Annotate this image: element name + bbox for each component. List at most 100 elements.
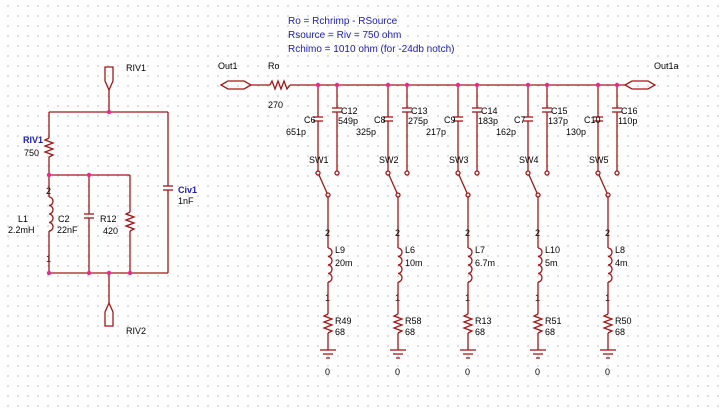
left-network-junctions — [46, 109, 133, 276]
inductor-value: 20m — [335, 258, 353, 268]
inductor-ref: L9 — [335, 245, 345, 255]
resistor-ref: R58 — [405, 316, 422, 326]
port-out1a-label: Out1a — [654, 61, 679, 71]
resistor-r12-value: 420 — [103, 226, 118, 236]
inductor-ref: L7 — [475, 245, 485, 255]
inductor-l10[interactable] — [537, 247, 543, 283]
ground-label: 0 — [535, 367, 540, 377]
junction-dot — [315, 82, 321, 88]
resistor-value: 68 — [405, 327, 415, 337]
capacitor-value: 325p — [356, 127, 376, 137]
resistor-r50[interactable] — [602, 313, 614, 334]
capacitor-ref: C7 — [514, 115, 526, 125]
port-out1[interactable] — [219, 80, 253, 90]
resistor-r49[interactable] — [322, 313, 334, 334]
inductor-l1-value: 2.2mH — [8, 225, 35, 235]
ground-label: 0 — [605, 367, 610, 377]
resistor-ref: R51 — [545, 316, 562, 326]
capacitor-value: 183p — [478, 116, 498, 126]
junction-dot — [474, 82, 480, 88]
switch-sw5[interactable] — [595, 170, 620, 198]
resistor-value: 68 — [335, 327, 345, 337]
notch-branches: C6651pC12549pSW121L920mR49680C8325pC1327… — [286, 82, 638, 377]
inductor-l1-ref: L1 — [18, 214, 28, 224]
capacitor-value: 651p — [286, 127, 306, 137]
junction-dot — [127, 270, 133, 276]
inductor-l9[interactable] — [327, 247, 333, 283]
switch-label: SW4 — [519, 155, 539, 165]
port-riv1[interactable] — [104, 66, 114, 92]
junction-dot — [106, 270, 112, 276]
resistor-r12[interactable] — [124, 211, 136, 232]
capacitor-ref: C12 — [341, 106, 358, 116]
switch-label: SW5 — [589, 155, 609, 165]
ground-label: 0 — [325, 367, 330, 377]
capacitor-ref: C9 — [444, 115, 456, 125]
inductor-value: 5m — [545, 258, 558, 268]
switch-sw1[interactable] — [315, 170, 340, 198]
switch-label: SW3 — [449, 155, 469, 165]
junction-dot — [86, 270, 92, 276]
switch-label: SW2 — [379, 155, 399, 165]
switch-sw4[interactable] — [525, 170, 550, 198]
resistor-r58[interactable] — [392, 313, 404, 334]
inductor-pin-top: 2 — [395, 228, 400, 238]
resistor-ref: R49 — [335, 316, 352, 326]
inductor-ref: L6 — [405, 245, 415, 255]
resistor-value: 68 — [545, 327, 555, 337]
capacitor-ref: C10 — [584, 115, 601, 125]
junction-dot — [385, 82, 391, 88]
port-riv1-label: RIV1 — [126, 63, 146, 73]
capacitor-c2-value: 22nF — [57, 225, 78, 235]
resistor-r51[interactable] — [532, 313, 544, 334]
capacitor-civ1[interactable] — [163, 185, 173, 191]
switch-sw3[interactable] — [455, 170, 480, 198]
junction-dot — [86, 172, 92, 178]
capacitor-ref: C16 — [621, 106, 638, 116]
junction-dot — [404, 82, 410, 88]
inductor-l1-pin-top: 2 — [46, 186, 51, 196]
inductor-value: 10m — [405, 258, 423, 268]
capacitor-value: 275p — [408, 116, 428, 126]
inductor-pin-top: 2 — [535, 228, 540, 238]
resistor-ref: R50 — [615, 316, 632, 326]
inductor-pin-top: 2 — [325, 228, 330, 238]
resistor-ro-value: 270 — [268, 100, 283, 110]
port-out1a[interactable] — [623, 80, 657, 90]
capacitor-value: 217p — [426, 127, 446, 137]
capacitor-ref: C15 — [551, 106, 568, 116]
resistor-r13[interactable] — [462, 313, 474, 334]
inductor-l6[interactable] — [397, 247, 403, 283]
capacitor-civ1-ref: Civ1 — [178, 185, 197, 195]
inductor-l1[interactable] — [48, 196, 54, 232]
port-out1-label: Out1 — [218, 61, 238, 71]
ground-symbol — [530, 349, 546, 359]
resistor-ro[interactable] — [269, 79, 291, 91]
resistor-riv1-ref: RIV1 — [23, 135, 43, 145]
capacitor-c2[interactable] — [84, 213, 94, 219]
design-note-3: Rchimo = 1010 ohm (for -24db notch) — [288, 44, 455, 55]
capacitor-civ1-value: 1nF — [178, 196, 194, 206]
port-riv2[interactable] — [104, 301, 114, 327]
junction-dot — [614, 82, 620, 88]
inductor-l7[interactable] — [467, 247, 473, 283]
resistor-ro-ref: Ro — [268, 61, 280, 71]
design-note-1: Ro = Rchrimp - RSource — [288, 16, 398, 27]
resistor-riv1[interactable] — [43, 137, 55, 158]
junction-dot — [106, 109, 112, 115]
switch-sw2[interactable] — [385, 170, 410, 198]
resistor-value: 68 — [615, 327, 625, 337]
inductor-ref: L10 — [545, 245, 560, 255]
ground-symbol — [320, 349, 336, 359]
resistor-ref: R13 — [475, 316, 492, 326]
inductor-l8[interactable] — [607, 247, 613, 283]
capacitor-value: 137p — [548, 116, 568, 126]
resistor-r12-ref: R12 — [100, 214, 117, 224]
inductor-value: 4m — [615, 258, 628, 268]
ground-symbol — [390, 349, 406, 359]
